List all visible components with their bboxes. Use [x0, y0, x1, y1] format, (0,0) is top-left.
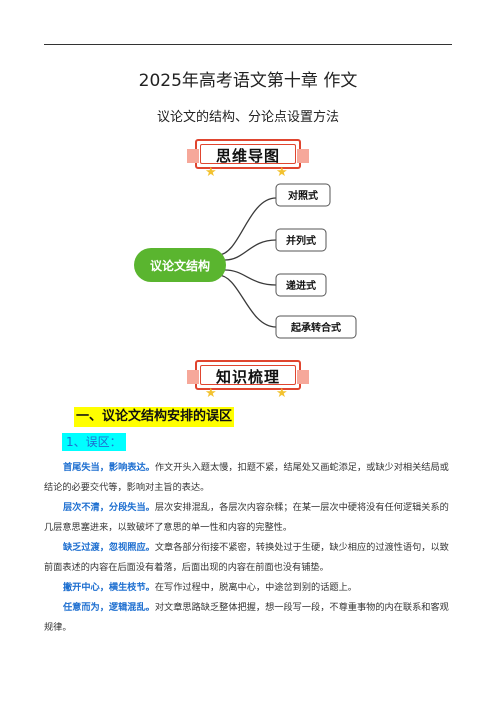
branch-node-2: [275, 228, 327, 252]
star-icon: ★: [276, 165, 288, 180]
banner-right-tab: [297, 370, 309, 384]
branch-line-1: [217, 197, 330, 256]
branch-node-1: [275, 183, 331, 207]
branch-node-1-label: 对照式: [288, 189, 318, 202]
banner-left-tab: [187, 149, 199, 163]
center-node-label: 议论文结构: [150, 258, 210, 273]
mindmap-banner-label: 思维导图: [215, 147, 280, 165]
paragraph-text: 层次安排混乱，各层次内容杂糅；在某一层次中硬将没有任何逻辑关系的几层意思塞进来，…: [44, 502, 449, 533]
paragraph-text: 在写作过程中，脱离中心，中途岔到别的话题上。: [154, 582, 357, 593]
paragraph: 任意而为，逻辑混乱。对文章思路缺乏整体把握，想一段写一段，不尊重事物的内在联系和…: [44, 598, 452, 638]
paragraph-lead: 任意而为，逻辑混乱。: [63, 602, 155, 613]
section-subheading: 1、误区：: [62, 433, 126, 451]
paragraph-lead: 缺乏过渡，忽视照应。: [63, 542, 155, 553]
branch-node-4: [275, 315, 357, 339]
star-icon: ★: [276, 386, 288, 401]
star-icon: ★: [205, 165, 217, 180]
banner-inner-border: [200, 365, 296, 385]
branch-node-4-label: 起承转合式: [290, 321, 341, 334]
paragraph: 缺乏过渡，忽视照应。文章各部分衔接不紧密，转换处过于生硬，缺少相应的过渡性语句，…: [44, 538, 452, 578]
paragraph: 首尾失当，影响表达。作文开头入题太慢，扣题不紧，结尾处又画蛇添足，或缺少对相关结…: [44, 458, 452, 498]
mindmap-banner: 思维导图: [187, 139, 309, 169]
top-rule: [44, 44, 452, 45]
knowledge-banner: 知识梳理: [187, 360, 309, 390]
paragraph-lead: 撇开中心，横生枝节。: [63, 582, 155, 593]
paragraph-text: 对文章思路缺乏整体把握，想一段写一段，不尊重事物的内在联系和客观规律。: [44, 602, 449, 633]
paragraph-lead: 层次不清，分段失当。: [63, 502, 155, 513]
knowledge-banner-label: 知识梳理: [215, 368, 280, 386]
paragraph-text: 文章各部分衔接不紧密，转换处过于生硬，缺少相应的过渡性语句，以致前面表述的内容在…: [44, 542, 449, 573]
branch-line-4: [217, 274, 356, 328]
star-icon: ★: [205, 386, 217, 401]
page-subtitle: 议论文的结构、分论点设置方法: [156, 110, 339, 125]
paragraph-lead: 首尾失当，影响表达。: [63, 462, 155, 473]
branch-node-2-label: 并列式: [286, 234, 316, 247]
banner-right-tab: [297, 149, 309, 163]
structure-mindmap: 议论文结构 对照式 并列式 递进式 起承转合式: [134, 183, 357, 339]
banner-left-tab: [187, 370, 199, 384]
paragraph: 层次不清，分段失当。层次安排混乱，各层次内容杂糅；在某一层次中硬将没有任何逻辑关…: [44, 498, 452, 538]
branch-node-3: [275, 273, 327, 297]
branch-node-3-label: 递进式: [286, 279, 316, 292]
section-heading: 一、议论文结构安排的误区: [74, 407, 235, 427]
paragraph: 撇开中心，横生枝节。在写作过程中，脱离中心，中途岔到别的话题上。: [44, 578, 452, 598]
paragraph-text: 作文开头入题太慢，扣题不紧，结尾处又画蛇添足，或缺少对相关结局或结论的必要交代等…: [44, 462, 449, 493]
center-node: [134, 248, 226, 282]
banner-inner-border: [200, 144, 296, 164]
page-title: 2025年高考语文第十章 作文: [138, 71, 358, 91]
